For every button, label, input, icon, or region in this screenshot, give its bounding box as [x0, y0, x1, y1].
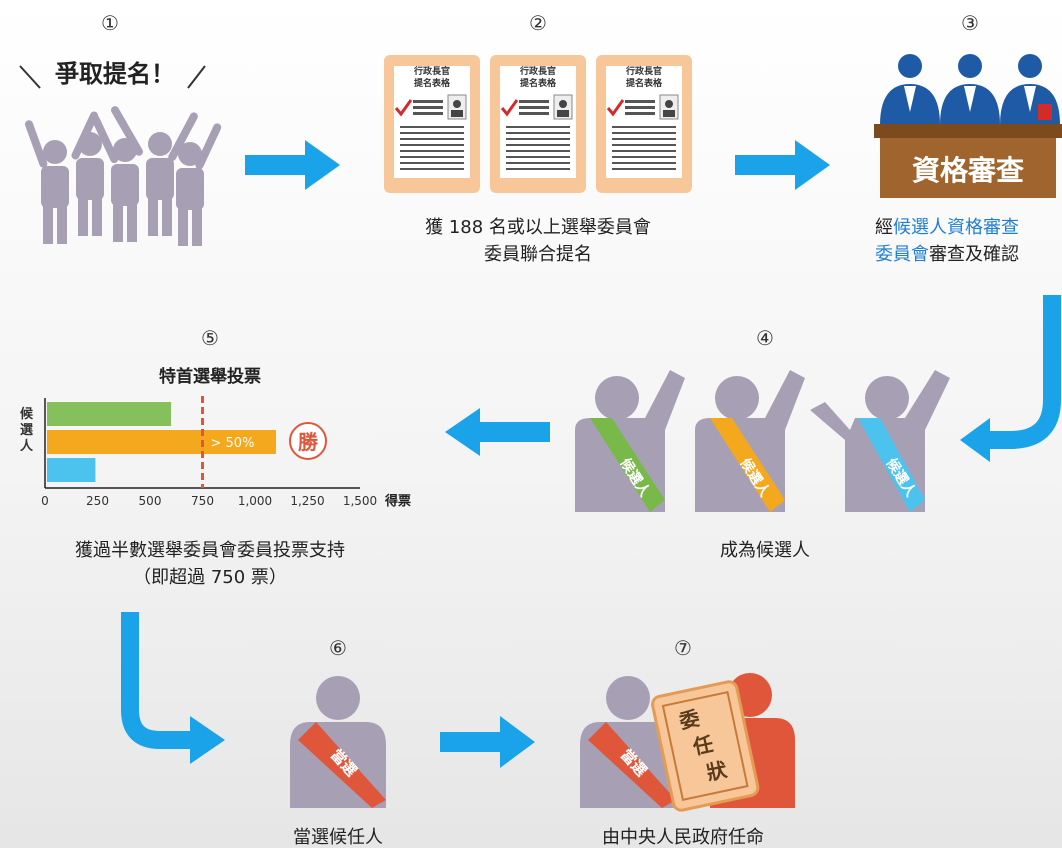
x-tick-label: 1,000 — [238, 494, 272, 508]
check-icon — [500, 99, 519, 117]
elected-sash — [298, 722, 386, 808]
step-1: ① 爭取提名！ — [19, 11, 222, 246]
step-1-number: ① — [101, 11, 119, 35]
step-5-caption-line-1: 獲過半數選舉委員會委員投票支持 — [75, 540, 345, 561]
step-2: ② 行政長官 提名表格 行政長官 提名表格 行政長官 提名表格 — [384, 11, 692, 265]
check-icon — [394, 99, 413, 117]
caption-part: 審查及確認 — [929, 244, 1019, 265]
form-title-line-2: 提名表格 — [626, 77, 663, 89]
arrowhead — [190, 716, 225, 764]
winner-badge: 勝 — [289, 422, 327, 460]
vote-chart: 特首選舉投票 候選人 > 50% 0 250 500 750 1,000 1,250 1,5… — [20, 366, 411, 509]
form-title-line-1: 行政長官 — [519, 65, 556, 77]
elected-sash — [588, 722, 676, 808]
portrait-icon — [447, 94, 467, 120]
candidate-figure-2: 候選人 — [695, 370, 805, 512]
appointment-certificate: 委任狀 — [651, 680, 760, 812]
x-tick-label: 750 — [191, 494, 214, 508]
review-committee-icon: 資格審查 — [874, 54, 1062, 198]
step-7: ⑦ 當選 委任狀 由中央人民政府任命 — [580, 636, 795, 848]
nomination-form-3: 行政長官 提名表格 — [596, 55, 692, 193]
step-7-number: ⑦ — [674, 636, 692, 660]
step-4-caption: 成為候選人 — [720, 540, 810, 561]
arrow-4-to-5 — [445, 408, 550, 456]
x-tick-label: 250 — [86, 494, 109, 508]
step-3-number: ③ — [961, 11, 979, 35]
committee-name-highlight: 委員會 — [875, 244, 929, 265]
step-6: ⑥ 當選 當選候任人 — [290, 636, 386, 848]
check-icon — [606, 99, 625, 117]
step-2-caption-line-2: 委員聯合提名 — [484, 244, 592, 265]
candidate-figure-1: 候選人 — [575, 370, 685, 512]
review-table — [880, 138, 1056, 198]
threshold-label: > 50% — [211, 436, 255, 451]
x-tick-label: 1,500 — [343, 494, 377, 508]
elected-figure: 當選 — [290, 676, 386, 808]
form-title-line-2: 提名表格 — [520, 77, 557, 89]
arrow-1-to-2 — [245, 140, 340, 190]
vote-bar-3 — [47, 458, 96, 482]
x-tick-label: 0 — [41, 494, 49, 508]
committee-name-highlight: 候選人資格審查 — [893, 217, 1019, 238]
step-7-caption: 由中央人民政府任命 — [602, 827, 764, 848]
nomination-form-2: 行政長官 提名表格 — [490, 55, 586, 193]
candidate-figure-3: 候選人 — [810, 370, 950, 512]
step-5-number: ⑤ — [201, 326, 219, 350]
candidate-sash — [590, 418, 665, 512]
chart-x-label: 得票 — [384, 493, 411, 509]
nomination-form-1: 行政長官 提名表格 — [384, 55, 480, 193]
winner-badge-label: 勝 — [298, 430, 319, 454]
arrow-5-to-6 — [121, 612, 195, 749]
step-3-caption-line-1: 經候選人資格審查 — [875, 217, 1019, 238]
stamp-icon — [1038, 104, 1052, 120]
x-tick-label: 500 — [139, 494, 162, 508]
step-5: ⑤ 特首選舉投票 候選人 > 50% 0 250 500 750 1,000 1,250 1… — [20, 326, 411, 588]
step-3: ③ 資格審查 經候選人資格審查 委員會審查及確認 — [874, 11, 1062, 265]
chart-title: 特首選舉投票 — [159, 366, 261, 387]
portrait-icon — [659, 94, 679, 120]
step-3-caption-line-2: 委員會審查及確認 — [875, 244, 1019, 265]
form-title-line-1: 行政長官 — [625, 65, 662, 77]
caption-part: 經 — [875, 217, 893, 238]
form-title-line-1: 行政長官 — [413, 65, 450, 77]
shout-mark-right — [187, 65, 206, 89]
step-5-caption-line-2: （即超過 750 票） — [133, 567, 287, 588]
x-tick-label: 1,250 — [290, 494, 324, 508]
vote-bar-1 — [47, 402, 171, 426]
arrow-3-to-4 — [985, 295, 1061, 449]
arrow-6-to-7 — [440, 716, 535, 768]
nomination-shout: 爭取提名！ — [55, 60, 175, 88]
candidate-sash — [710, 418, 785, 512]
step-4-number: ④ — [756, 326, 774, 350]
review-sign: 資格審查 — [912, 154, 1024, 187]
vote-bar-2 — [47, 430, 276, 454]
step-4: ④ 候選人 候選人 候選人 成為候選人 — [575, 326, 950, 561]
appointed-figure: 當選 委任狀 — [580, 673, 795, 812]
form-title-line-2: 提名表格 — [414, 77, 451, 89]
arrow-2-to-3 — [735, 140, 830, 190]
arrowhead — [960, 418, 990, 462]
step-2-number: ② — [529, 11, 547, 35]
candidate-sash — [858, 418, 925, 512]
chart-y-label: 候選人 — [20, 406, 34, 454]
shout-mark-left — [19, 65, 41, 89]
step-2-caption-line-1: 獲 188 名或以上選舉委員會 — [425, 217, 651, 238]
step-6-number: ⑥ — [329, 636, 347, 660]
step-6-caption: 當選候任人 — [293, 827, 383, 848]
portrait-icon — [553, 94, 573, 120]
crowd-icon — [25, 106, 222, 246]
